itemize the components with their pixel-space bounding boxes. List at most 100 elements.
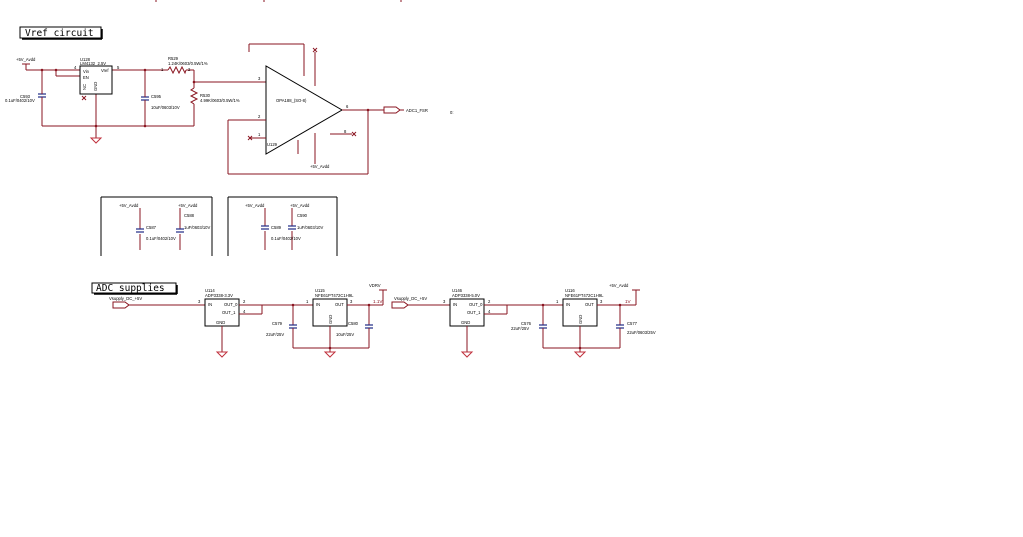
top-edge-markers bbox=[155, 0, 402, 2]
decoupling-box-2: +5V_Avdd +5V_Avdd C589 0.1uF/0402/10V C5… bbox=[227, 196, 338, 256]
u128-ref: U128 bbox=[80, 57, 91, 62]
u146-part: ADP3338-5.0V bbox=[452, 293, 480, 298]
opa188-opamp: OPA188_(SO-8) U129 3 2 1 8 +5V_Avdd 6 bbox=[227, 43, 454, 175]
u114-part: ADP3338-3.3V bbox=[205, 293, 233, 298]
opamp-output-net: ADC1_FSR bbox=[406, 108, 428, 113]
vref-supply-label: +5V_Avdd bbox=[16, 57, 36, 62]
decoupling-1-c1-ref: C587 bbox=[146, 225, 157, 230]
u146-pin-in: IN bbox=[453, 302, 457, 307]
u116-part: NFE61PT472C1H9L bbox=[565, 293, 604, 298]
u115-pin-gnd: GND bbox=[328, 315, 333, 324]
u114-pin-gnd: GND bbox=[216, 320, 225, 325]
decoupling-2-c2-val: 1uF/0603/10V bbox=[297, 225, 324, 230]
u146-pin-out0: OUT_0 bbox=[469, 302, 483, 307]
u128-part: LM4132_2.5V bbox=[80, 61, 106, 66]
u114-pin-out1: OUT_1 bbox=[222, 310, 236, 315]
u116-pin3: 3 bbox=[600, 299, 603, 304]
decoupling-1-net-left: +5V_Avdd bbox=[119, 203, 139, 208]
u114-pin4: 4 bbox=[243, 309, 246, 314]
u128-pin-vref: Vref bbox=[101, 68, 109, 73]
c595-capacitor: C595 10uF/0603/10V bbox=[141, 94, 180, 110]
c593-capacitor: C593 0.1uF/0402/10V bbox=[5, 90, 46, 104]
u146-pin3: 3 bbox=[443, 299, 446, 304]
u116-pin-in: IN bbox=[566, 302, 570, 307]
u115-pin-in: IN bbox=[316, 302, 320, 307]
decoupling-2-c2-ref: C590 bbox=[297, 213, 308, 218]
c595-value: 10uF/0603/10V bbox=[151, 105, 180, 110]
decoupling-box-1: +5V_Avdd +5V_Avdd C587 0.1uF/0402/10V C5… bbox=[100, 196, 213, 256]
r529-pin2: 2 bbox=[188, 67, 191, 72]
u128-pin-en: EN bbox=[83, 75, 89, 80]
u128-pin-nc: NC bbox=[82, 84, 87, 90]
r529-value: 1.24K/0603/0.5W/1% bbox=[168, 61, 208, 66]
u114-pin3: 3 bbox=[198, 299, 201, 304]
c593-value: 0.1uF/0402/10V bbox=[5, 98, 35, 103]
c580-value: 10uF/25V bbox=[336, 332, 354, 337]
adc-chain-3v3: Vsupply_DC_+5V U114 ADP3338-3.3V IN OUT_… bbox=[109, 283, 387, 358]
adc-in-net-2: Vsupply_DC_+5V bbox=[394, 296, 427, 301]
u115-pin-out: OUT bbox=[335, 302, 344, 307]
u128-pin4: 4 bbox=[74, 65, 77, 70]
u115-pin3: 3 bbox=[350, 299, 353, 304]
decoupling-1-c1-val: 0.1uF/0402/10V bbox=[146, 236, 176, 241]
opamp-pin3: 3 bbox=[258, 76, 261, 81]
opamp-supply: +5V_Avdd bbox=[310, 164, 330, 169]
decoupling-2-net-left: +5V_Avdd bbox=[245, 203, 265, 208]
vref-title-box: Vref circuit bbox=[19, 26, 103, 40]
adc-chain-5v0: Vsupply_DC_+5V U146 ADP3338-5.0V IN OUT_… bbox=[391, 283, 656, 358]
u114-pin-out0: OUT_0 bbox=[224, 302, 238, 307]
r530-ref: R530 bbox=[200, 93, 211, 98]
opamp-pin8: 8 bbox=[344, 129, 347, 134]
vdrv-small-label: 1.1V bbox=[373, 299, 383, 304]
c595-ref: C595 bbox=[151, 94, 162, 99]
u128-reference-ic: U128 LM4132_2.5V Vin EN Vref NC GND 4 5 bbox=[74, 57, 120, 101]
decoupling-2-c1-ref: C589 bbox=[271, 225, 282, 230]
c580-ref: C580 bbox=[348, 321, 359, 326]
opamp-pin2: 2 bbox=[258, 114, 261, 119]
adc-title: ADC supplies bbox=[96, 283, 165, 294]
c579-ref: C579 bbox=[272, 321, 283, 326]
c577-value: 22uF/0603/25V bbox=[627, 330, 656, 335]
opamp-part: OPA188_(SO-8) bbox=[276, 98, 307, 103]
r529-pin1: 1 bbox=[161, 67, 164, 72]
stray-label: 0: bbox=[450, 110, 454, 115]
u146-pin2: 2 bbox=[488, 299, 491, 304]
vref-wires bbox=[26, 68, 266, 136]
u128-pin-gnd: GND bbox=[93, 82, 98, 91]
vref-supply-net: +5V_Avdd bbox=[16, 57, 36, 70]
u115-ref: U115 bbox=[315, 288, 325, 293]
opamp-ref: U129 bbox=[267, 142, 278, 147]
adc-in-net-1: Vsupply_DC_+5V bbox=[109, 296, 142, 301]
c579-value: 22uF/25V bbox=[266, 332, 284, 337]
r530-value: 4.99K/0603/0.5W/1% bbox=[200, 98, 240, 103]
c577-ref: C577 bbox=[627, 321, 638, 326]
u146-pin-out1: OUT_1 bbox=[467, 310, 481, 315]
avdd-net: +5V_Avdd bbox=[609, 283, 629, 288]
c593-ref: C593 bbox=[20, 94, 31, 99]
decoupling-1-c2-val: 1uF/0603/10V bbox=[184, 225, 211, 230]
vref-title: Vref circuit bbox=[25, 28, 94, 39]
u114-ref: U114 bbox=[205, 288, 215, 293]
u128-pin-vin: Vin bbox=[83, 69, 90, 74]
c576-value: 22uF/25V bbox=[511, 326, 529, 331]
u128-pin5: 5 bbox=[117, 65, 120, 70]
u114-pin-in: IN bbox=[208, 302, 212, 307]
u146-ref: U146 bbox=[452, 288, 463, 293]
c576-ref: C576 bbox=[521, 321, 532, 326]
decoupling-2-c1-val: 0.1uF/0402/10V bbox=[271, 236, 301, 241]
vdrv-net: VDRV bbox=[369, 283, 381, 288]
avdd-small-label: 1V bbox=[625, 299, 632, 304]
u116-pin1: 1 bbox=[556, 299, 559, 304]
vref-grounds bbox=[89, 136, 103, 144]
u114-pin2: 2 bbox=[243, 299, 246, 304]
u116-pin-out: OUT bbox=[585, 302, 594, 307]
u115-pin1: 1 bbox=[306, 299, 309, 304]
u115-part: NFE61PT472C1H9L bbox=[315, 293, 354, 298]
decoupling-2-net-right: +5V_Avdd bbox=[290, 203, 310, 208]
u146-pin4: 4 bbox=[488, 309, 491, 314]
adc-title-box: ADC supplies bbox=[91, 282, 178, 295]
r530-resistor: R530 4.99K/0603/0.5W/1% bbox=[189, 87, 240, 105]
u116-ref: U116 bbox=[565, 288, 575, 293]
opamp-pin6: 6 bbox=[346, 104, 349, 109]
